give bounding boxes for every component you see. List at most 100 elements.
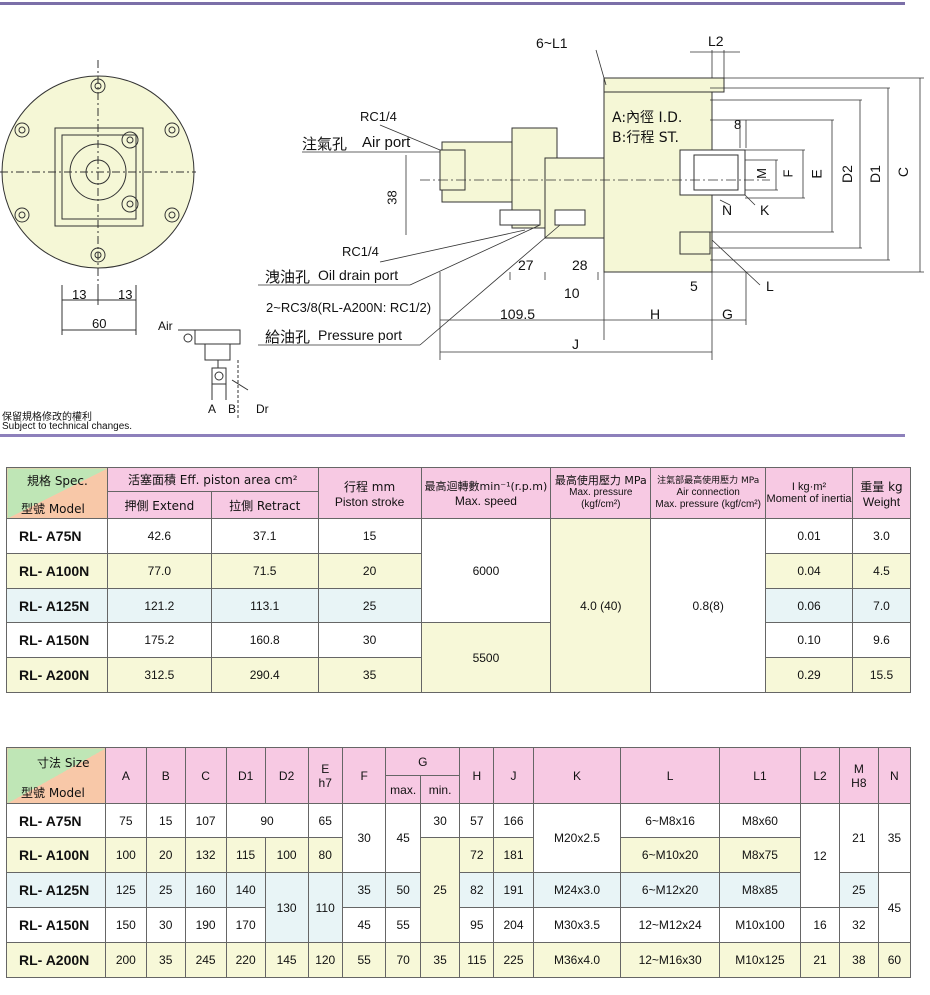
col-d2-header: D2 <box>264 747 309 804</box>
speed-header-1: 最高迴轉數min⁻¹(r.p.m) <box>424 480 548 493</box>
col-a-header: A <box>104 747 147 804</box>
b-cell: 20 <box>145 837 186 873</box>
e-cell: 110 <box>307 872 343 943</box>
label-d2: D2 <box>838 165 855 183</box>
f-cell: 45 <box>341 907 387 943</box>
d2-cell: 145 <box>264 942 309 978</box>
model-cell: RL- A75N <box>6 803 106 838</box>
stroke-header-2: Piston stroke <box>334 494 405 509</box>
inertia-header-1: I kg·m² <box>791 481 827 493</box>
drain-cn: 洩油孔 <box>265 268 311 286</box>
spec-corner-header: 規格 Spec. 型號 Model <box>6 467 108 519</box>
gmin-cell: 25 <box>419 837 461 943</box>
j-cell: 166 <box>493 803 534 838</box>
side-view <box>439 77 746 273</box>
schematic-air: Air <box>158 319 173 333</box>
pressure-header: 最高使用壓力 MPa Max. pressure (kgf/cm²) <box>550 467 652 519</box>
l1-cell: M8x85 <box>718 872 802 908</box>
a-cell: 75 <box>104 803 147 838</box>
k-cell: M36x4.0 <box>532 942 622 978</box>
label-13-right: 13 <box>118 287 133 302</box>
l-cell: 6~M10x20 <box>620 837 720 873</box>
schematic-b: B <box>228 402 237 416</box>
h-cell: 72 <box>459 837 495 873</box>
stroke-cell: 25 <box>317 588 422 623</box>
extend-cell: 77.0 <box>106 553 212 589</box>
m-cell: 32 <box>838 907 879 943</box>
f-cell: 30 <box>341 803 387 873</box>
d1-cell: 220 <box>225 942 266 978</box>
j-cell: 181 <box>493 837 534 873</box>
label-n: N <box>722 202 733 218</box>
stroke-cell: 35 <box>317 657 422 693</box>
technical-drawing <box>0 49 924 420</box>
col-e-header: E h7 <box>307 747 343 804</box>
label-j: J <box>572 336 579 352</box>
pressure-header-1: 最高使用壓力 MPa <box>554 474 647 487</box>
label-27: 27 <box>518 257 534 273</box>
label-8: 8 <box>734 117 742 132</box>
weight-header-2: Weight <box>862 494 901 509</box>
label-rc14-air: RC1/4 <box>360 109 397 124</box>
h-cell: 95 <box>459 907 495 943</box>
table-row: RL- A75N 42.6 37.1 15 6000 4.0 (40) 0.8(… <box>6 518 912 693</box>
a-cell: 200 <box>104 942 147 978</box>
table-row: RL- A100N 100 20 132 115 100 80 25 72 18… <box>6 837 911 943</box>
label-h: H <box>650 306 661 322</box>
label-d1: D1 <box>866 165 883 183</box>
label-109-5: 109.5 <box>500 306 536 322</box>
model-cell: RL- A150N <box>6 907 106 943</box>
col-l1-header: L1 <box>718 747 802 804</box>
f-cell: 55 <box>341 942 387 978</box>
model-cell: RL- A100N <box>6 837 106 873</box>
col-h-header: H <box>459 747 495 804</box>
k-cell: M30x3.5 <box>532 907 622 943</box>
n-cell: 35 <box>877 803 912 873</box>
label-c: C <box>895 166 912 178</box>
d1-cell: 170 <box>225 907 266 943</box>
retract-cell: 160.8 <box>210 622 319 658</box>
air-port-cn: 注氣孔 <box>302 135 348 153</box>
retract-cell: 37.1 <box>210 518 319 554</box>
extend-cell: 312.5 <box>106 657 212 693</box>
model-cell: RL- A125N <box>6 588 108 623</box>
h-cell: 115 <box>459 942 495 978</box>
extend-cell: 121.2 <box>106 588 212 623</box>
model-cell: RL- A150N <box>6 622 108 658</box>
j-cell: 204 <box>493 907 534 943</box>
inertia-header-2: Moment of inertia <box>766 493 852 505</box>
l2-cell: 12 <box>800 803 840 908</box>
spec-header-model: 型號 Model <box>21 502 85 516</box>
weight-cell: 15.5 <box>851 657 912 693</box>
table-row: RL- A150N 175.2 160.8 30 5500 0.10 9.6 <box>6 622 912 693</box>
col-l2-header: L2 <box>800 747 840 804</box>
c-cell: 190 <box>184 907 227 943</box>
c-cell: 107 <box>184 803 227 838</box>
table-row: RL- A75N 75 15 107 90 65 30 45 30 57 166… <box>6 803 912 908</box>
l-cell: 12~M12x24 <box>620 907 720 943</box>
spec-table: 規格 Spec. 型號 Model 活塞面積 Eff. piston area … <box>6 467 912 693</box>
b-cell: 35 <box>145 942 186 978</box>
k-cell: M24x3.0 <box>532 872 622 908</box>
l1-cell: M8x75 <box>718 837 802 873</box>
m-cell: 38 <box>838 942 879 978</box>
weight-cell: 7.0 <box>851 588 912 623</box>
air-header: 注氣部最高使用壓力 MPa Air connection Max. pressu… <box>650 467 767 519</box>
label-a-id: A:內徑 I.D. <box>612 110 683 126</box>
col-j-header: J <box>493 747 534 804</box>
label-e: E <box>808 169 825 179</box>
col-g-header: G <box>385 747 461 776</box>
label-28: 28 <box>572 257 588 273</box>
a-cell: 100 <box>104 837 147 873</box>
c-cell: 160 <box>184 872 227 908</box>
spec-header-spec: 規格 Spec. <box>27 474 88 488</box>
label-6-l1: 6~L1 <box>536 35 568 51</box>
l-cell: 12~M16x30 <box>620 942 720 978</box>
speed-header-2: Max. speed <box>454 494 517 508</box>
label-l: L <box>766 278 774 294</box>
retract-cell: 113.1 <box>210 588 319 623</box>
label-g: G <box>722 306 733 322</box>
e-cell: 120 <box>307 942 343 978</box>
d1-cell: 90 <box>225 803 309 838</box>
model-cell: RL- A125N <box>6 872 106 908</box>
